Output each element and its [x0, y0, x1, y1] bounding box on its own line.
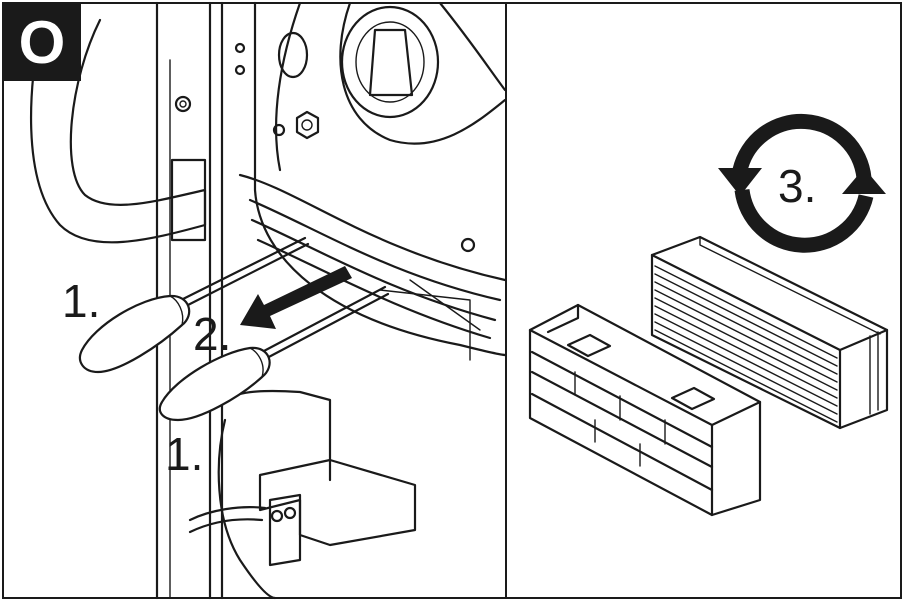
- lower-bracket: [258, 458, 417, 547]
- screwdriver-icon: [78, 236, 310, 374]
- screwdriver-icon: [158, 285, 390, 422]
- step-badge: O: [3, 3, 81, 81]
- left-panel: [29, 1, 507, 600]
- filter-grille: [238, 173, 507, 361]
- step-label-1-top: 1.: [62, 275, 100, 327]
- grille-cover: [528, 303, 762, 517]
- arrow-icon: [240, 266, 352, 329]
- step-label-3: 3.: [778, 160, 816, 212]
- step-label-1-bottom: 1.: [165, 428, 203, 480]
- step-badge-text: O: [19, 9, 66, 76]
- filter-cartridge-icon: [650, 235, 889, 430]
- right-panel: 3.: [528, 113, 889, 517]
- control-dial: [340, 5, 440, 119]
- step-label-2: 2.: [193, 308, 231, 360]
- replace-cycle-icon: [718, 113, 886, 253]
